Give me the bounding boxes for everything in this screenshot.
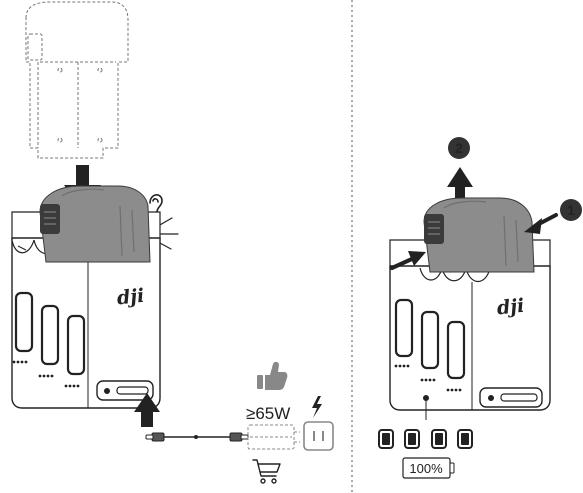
svg-text:2: 2 [455,140,463,156]
step-marker-2: 2 [448,137,470,159]
battery-percent-label: 100% [409,461,443,476]
press-latch-arrow [524,213,558,234]
click-sound-lines [157,217,179,250]
svg-text:1: 1 [567,202,575,218]
press-side-arrow [390,251,426,270]
port-arrow [134,393,160,427]
dji-logo-right: dji [496,295,526,320]
battery-left [39,185,151,263]
step-marker-1: 1 [560,199,582,221]
watt-label: ≥65W [246,404,290,423]
battery-full-icon [457,429,473,449]
battery-full-icon [404,429,420,449]
battery-ghost-outline [25,1,129,159]
wall-outlet-icon [303,421,334,451]
dji-logo-left: dji [116,285,146,310]
thumbs-up-icon [257,361,288,390]
lightning-icon [312,396,322,418]
shopping-cart-icon [252,459,281,484]
battery-right [423,197,535,273]
right-hub [389,239,551,411]
battery-full-icon [431,429,447,449]
charger-adapter [247,424,300,450]
battery-full-icon [378,429,394,449]
usb-c-cable-icon [145,432,249,442]
battery-status-indicators [378,429,473,449]
led-pointer [423,395,429,420]
battery-percent-badge: 100% [402,457,455,479]
